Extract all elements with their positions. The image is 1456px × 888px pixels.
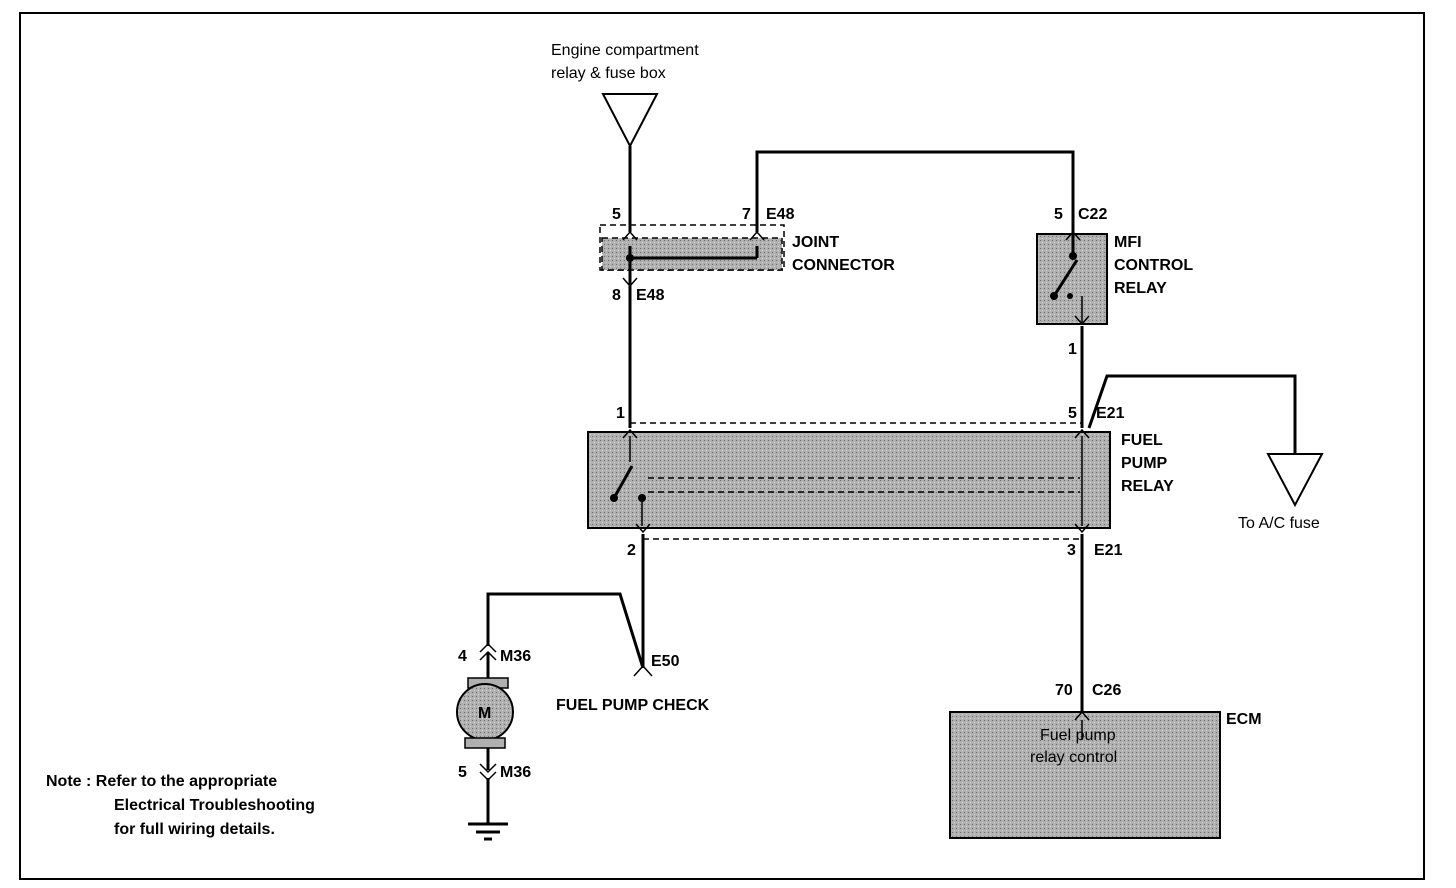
source-label-line2: relay & fuse box [551, 65, 666, 82]
fp-relay-pin-5: 5 [1068, 405, 1077, 422]
source-fuse-box: Engine compartment relay & fuse box [551, 42, 699, 149]
mfi-control-relay: 5 C22 1 MFI CONTROL RELAY [1036, 206, 1193, 358]
ecm-title: ECM [1226, 711, 1262, 728]
motor-symbol: M [478, 705, 491, 722]
fuel-pump-relay-body [587, 431, 1111, 529]
ac-fuse-label: To A/C fuse [1238, 515, 1320, 532]
fuel-pump-relay: 1 5 E21 2 3 E21 FUEL PUMP RELAY [587, 405, 1174, 559]
page-border [19, 12, 1425, 880]
mfi-label-line2: CONTROL [1114, 257, 1193, 274]
note-line1: Note : Refer to the appropriate [46, 773, 277, 790]
source-label-line1: Engine compartment [551, 42, 699, 59]
mfi-label-line1: MFI [1114, 234, 1142, 251]
fp-relay-label-line3: RELAY [1121, 478, 1174, 495]
motor-pin-5: 5 [458, 764, 467, 781]
joint-connector-body [601, 237, 783, 271]
ac-fuse: To A/C fuse [1238, 453, 1324, 532]
ecm-conn: C26 [1092, 682, 1121, 699]
joint-label-line1: JOINT [792, 234, 839, 251]
fuel-pump-check: E50 FUEL PUMP CHECK [556, 653, 710, 714]
note: Note : Refer to the appropriate Electric… [46, 773, 315, 838]
joint-pin-5: 5 [612, 206, 621, 223]
joint-conn-bottom: E48 [636, 287, 665, 304]
joint-conn-top: E48 [766, 206, 795, 223]
check-label: FUEL PUMP CHECK [556, 697, 710, 714]
fp-relay-pin-3: 3 [1067, 542, 1076, 559]
joint-label-line2: CONNECTOR [792, 257, 895, 274]
ecm-inner-line2: relay control [1030, 749, 1117, 766]
joint-connector: 5 7 E48 8 E48 JOINT CONNECTOR [599, 206, 895, 304]
fp-relay-label-line1: FUEL [1121, 432, 1163, 449]
fp-relay-label-line2: PUMP [1121, 455, 1168, 472]
fp-relay-conn-top: E21 [1096, 405, 1125, 422]
mfi-conn-top: C22 [1078, 206, 1107, 223]
source-triangle-icon [601, 93, 659, 149]
motor-conn-top: M36 [500, 648, 531, 665]
motor-pin-4: 4 [458, 648, 467, 665]
joint-pin-7: 7 [742, 206, 751, 223]
ecm-pin-70: 70 [1055, 682, 1073, 699]
wires [486, 146, 1297, 824]
fp-relay-conn-bottom: E21 [1094, 542, 1123, 559]
ecm: 70 C26 ECM Fuel pump relay control [949, 682, 1262, 839]
joint-pin-8: 8 [612, 287, 621, 304]
ground-icon [468, 822, 508, 841]
fuel-pump-motor: M 4 M36 5 M36 [456, 642, 531, 841]
mfi-pin-1: 1 [1068, 341, 1077, 358]
note-line3: for full wiring details. [114, 821, 275, 838]
fp-relay-pin-1: 1 [616, 405, 625, 422]
ac-fuse-triangle-icon [1266, 453, 1324, 508]
motor-conn-bottom: M36 [500, 764, 531, 781]
mfi-pin-5: 5 [1054, 206, 1063, 223]
mfi-label-line3: RELAY [1114, 280, 1167, 297]
fp-relay-pin-2: 2 [627, 542, 636, 559]
ecm-body [949, 711, 1221, 839]
ecm-inner-line1: Fuel pump [1040, 727, 1116, 744]
note-line2: Electrical Troubleshooting [114, 797, 315, 814]
check-conn: E50 [651, 653, 680, 670]
